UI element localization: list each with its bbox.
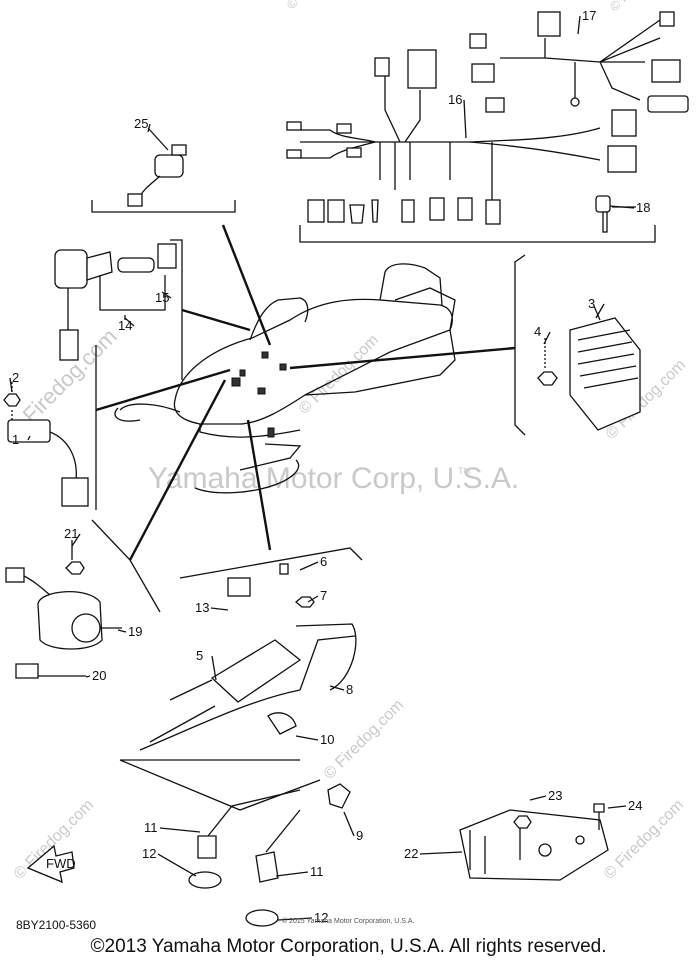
callout-5: 5 xyxy=(196,648,203,663)
snowmobile xyxy=(114,263,456,494)
bracket-part-22 xyxy=(459,803,609,881)
watermark-center: Yamaha Motor Corp, U.S.A. xyxy=(148,462,519,495)
watermark-tm: TM xyxy=(458,466,471,476)
callout-leader-8 xyxy=(329,685,345,691)
callout-8: 8 xyxy=(346,682,353,697)
callout-leader-23 xyxy=(529,795,547,801)
callout-21: 21 xyxy=(64,526,78,541)
callout-11: 11 xyxy=(144,820,158,835)
spark-plug-caps xyxy=(188,789,301,927)
callout-25: 25 xyxy=(134,116,148,131)
callout-group: 1234567891011111212131415161718192021222… xyxy=(9,8,650,925)
leader-coil xyxy=(246,419,272,551)
keyswitch-bracket xyxy=(170,239,183,380)
callout-7: 7 xyxy=(320,588,327,603)
callout-leader-14 xyxy=(124,317,135,327)
callout-10: 10 xyxy=(320,732,334,747)
callout-leader-24 xyxy=(607,805,627,809)
watermark-brand-6: © Firedog.com xyxy=(601,796,687,882)
callout-leader-2 xyxy=(9,377,13,393)
callout-17: 17 xyxy=(582,8,596,23)
key-part-18 xyxy=(595,195,636,233)
callout-leader-19 xyxy=(117,629,127,633)
callout-3: 3 xyxy=(588,296,595,311)
switch-part-25 xyxy=(127,127,187,207)
ignition-coil-part-5 xyxy=(119,563,357,811)
callout-4: 4 xyxy=(534,324,541,339)
callout-leader-17 xyxy=(577,15,581,35)
callout-24: 24 xyxy=(628,798,642,813)
callout-13: 13 xyxy=(195,600,209,615)
callout-2: 2 xyxy=(12,370,19,385)
callout-leader-6 xyxy=(299,561,319,571)
leader-lighting xyxy=(128,379,227,561)
leader-cdi xyxy=(95,368,231,412)
leader-keyswitch xyxy=(181,308,251,332)
wire-harness-part-16 xyxy=(286,49,637,225)
small-credit: © 2015 Yamaha Motor Corporation, U.S.A. xyxy=(282,918,415,925)
callout-12: 12 xyxy=(314,910,328,925)
callout-leader-21 xyxy=(71,533,81,547)
callout-6: 6 xyxy=(320,554,327,569)
callout-1: 1 xyxy=(12,432,19,447)
callout-22: 22 xyxy=(404,846,418,861)
machine-connectors xyxy=(231,351,287,438)
callout-23: 23 xyxy=(548,788,562,803)
callout-20: 20 xyxy=(92,668,106,683)
lighting-bracket xyxy=(91,519,161,613)
callout-leader-5 xyxy=(211,655,217,681)
callout-leader-15 xyxy=(161,291,172,299)
coil-bracket xyxy=(179,547,363,579)
callout-leader-13 xyxy=(210,607,229,611)
callout-14: 14 xyxy=(118,318,132,333)
main-switch-part-14 xyxy=(54,243,177,361)
harness-bracket xyxy=(299,225,656,243)
watermark-brand-7: © Firedog.com xyxy=(284,0,355,12)
callout-leader-3 xyxy=(595,303,605,319)
callout-leader-16 xyxy=(463,99,467,139)
callout-leader-25 xyxy=(147,123,151,133)
sub-harness-part-17 xyxy=(469,11,689,113)
callout-leader-11 xyxy=(159,827,201,833)
callout-leader-22 xyxy=(419,851,463,855)
callout-leader-12 xyxy=(277,917,313,921)
callout-leader-20 xyxy=(85,675,91,678)
copyright-line: ©2013 Yamaha Motor Corporation, U.S.A. A… xyxy=(90,936,607,957)
fwd-label: FWD xyxy=(46,856,76,871)
cdi-unit-part-1 xyxy=(3,382,89,507)
callout-12: 12 xyxy=(142,846,156,861)
callout-18: 18 xyxy=(636,200,650,215)
callout-leader-18 xyxy=(609,205,635,209)
watermark-brand-2: © Firedog.com xyxy=(296,331,382,417)
callout-11: 11 xyxy=(310,864,324,879)
callout-leader-10 xyxy=(295,735,319,741)
fwd-arrow: FWD xyxy=(26,844,76,884)
lighting-coil-part-19 xyxy=(5,540,122,679)
callout-leader-9 xyxy=(343,811,355,837)
callout-9: 9 xyxy=(356,828,363,843)
callout-leader-1 xyxy=(27,435,31,441)
rectifier-part-3 xyxy=(537,305,641,431)
diagram-code: 8BY2100-5360 xyxy=(16,918,97,932)
callout-15: 15 xyxy=(155,290,169,305)
leader-rectifier xyxy=(289,346,516,370)
callout-16: 16 xyxy=(448,92,462,107)
callout-leader-12 xyxy=(157,853,197,877)
callout-leader-4 xyxy=(543,331,551,345)
leader-harness xyxy=(221,224,272,346)
callout-19: 19 xyxy=(128,624,142,639)
switch-bracket xyxy=(91,200,236,213)
rectifier-bracket xyxy=(514,254,526,436)
callout-leader-7 xyxy=(307,595,319,603)
callout-leader-11 xyxy=(275,871,309,877)
